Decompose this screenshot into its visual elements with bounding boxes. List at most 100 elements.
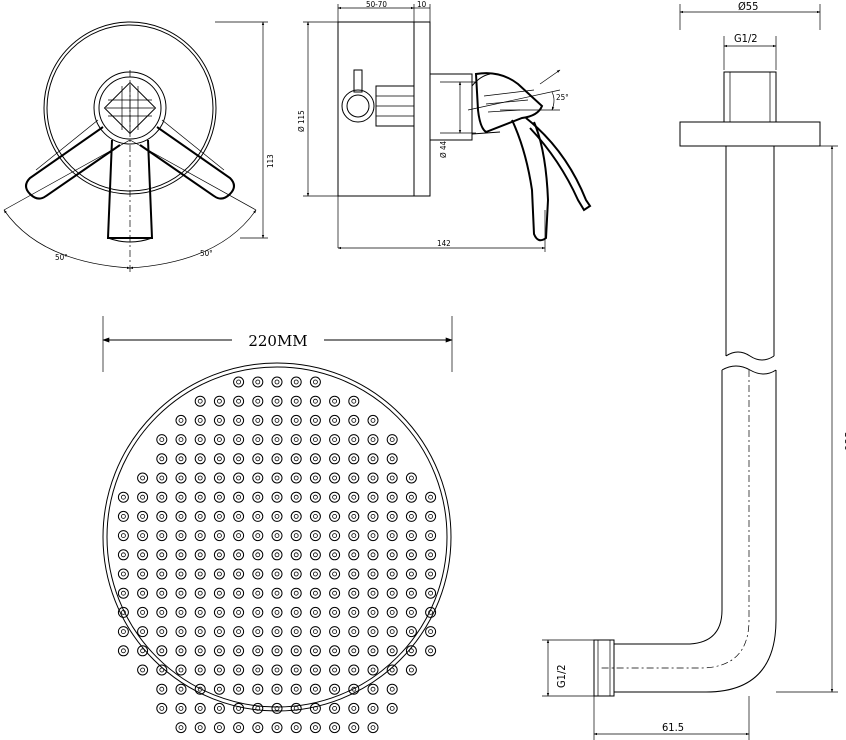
nozzle-core <box>140 514 146 519</box>
nozzle-core <box>351 706 357 711</box>
nozzle <box>348 491 360 503</box>
nozzle <box>156 568 168 580</box>
nozzle-core <box>312 417 318 423</box>
nozzle <box>137 664 149 676</box>
nozzle <box>194 549 206 561</box>
nozzle <box>194 664 206 676</box>
nozzle-core <box>293 398 299 404</box>
nozzle-core <box>255 475 261 481</box>
nozzle <box>309 626 321 638</box>
nozzle-core <box>408 475 414 481</box>
nozzle-core <box>216 610 222 615</box>
nozzle <box>290 606 302 618</box>
nozzle-core <box>312 590 318 596</box>
nozzle <box>194 453 206 465</box>
nozzle <box>309 722 321 734</box>
nozzle <box>252 645 264 657</box>
nozzle-core <box>178 417 184 423</box>
nozzle-core <box>121 533 126 538</box>
nozzle <box>386 626 398 638</box>
nozzle-core <box>255 590 261 596</box>
nozzle <box>252 702 264 714</box>
nozzle <box>405 664 417 676</box>
nozzle-core <box>178 552 184 558</box>
nozzle <box>213 510 225 522</box>
nozzle-core <box>351 686 357 692</box>
nozzle <box>309 376 321 388</box>
nozzle-core <box>140 667 146 673</box>
nozzle-core <box>197 667 203 673</box>
nozzle <box>194 702 206 714</box>
nozzle-core <box>274 725 280 730</box>
nozzle-core <box>370 725 376 730</box>
nozzle <box>290 702 302 714</box>
nozzle-core <box>428 552 434 558</box>
nozzle-core <box>159 706 165 711</box>
nozzle-core <box>408 610 414 615</box>
nozzle-core <box>351 610 357 615</box>
nozzle-core <box>236 398 242 404</box>
nozzle <box>425 510 437 522</box>
nozzle <box>309 645 321 657</box>
nozzle-core <box>312 494 318 500</box>
nozzle <box>213 606 225 618</box>
nozzle-core <box>293 379 299 385</box>
nozzle-core <box>332 514 338 519</box>
nozzle <box>309 568 321 580</box>
nozzle-core <box>140 533 146 538</box>
nozzle <box>290 510 302 522</box>
shower-head: 220MM <box>102 316 453 734</box>
nozzle-core <box>293 417 299 423</box>
nozzle <box>156 702 168 714</box>
nozzle-core <box>389 686 395 692</box>
nozzle-core <box>408 552 414 558</box>
nozzle <box>175 722 187 734</box>
nozzle <box>213 530 225 542</box>
nozzle-core <box>332 590 338 596</box>
nozzle <box>252 722 264 734</box>
nozzle <box>348 626 360 638</box>
nozzle-core <box>312 437 318 443</box>
nozzle <box>194 414 206 426</box>
nozzle <box>271 472 283 484</box>
nozzle-core <box>140 629 146 634</box>
nozzle-core <box>140 494 146 500</box>
angle-left-label: 50° <box>55 253 68 262</box>
nozzle-core <box>293 475 299 481</box>
nozzle-core <box>332 648 338 654</box>
nozzle-core <box>293 494 299 500</box>
nozzle <box>425 530 437 542</box>
nozzle-core <box>178 648 184 654</box>
nozzle-core <box>389 629 395 634</box>
nozzle-core <box>351 667 357 673</box>
nozzle-core <box>216 590 222 596</box>
nozzle-core <box>332 475 338 481</box>
nozzle <box>156 510 168 522</box>
nozzle-core <box>197 417 203 423</box>
nozzle <box>425 549 437 561</box>
nozzle-core <box>389 571 395 577</box>
nozzle-core <box>236 437 242 443</box>
nozzle <box>348 510 360 522</box>
nozzle <box>405 587 417 599</box>
nozzle-core <box>370 437 376 443</box>
nozzle <box>271 434 283 446</box>
nozzle <box>137 549 149 561</box>
nozzle <box>175 491 187 503</box>
nozzle-core <box>351 629 357 634</box>
nozzle <box>405 568 417 580</box>
nozzle <box>290 530 302 542</box>
nozzle <box>290 645 302 657</box>
nozzle <box>309 510 321 522</box>
nozzle <box>386 702 398 714</box>
nozzle-core <box>370 514 376 519</box>
nozzle-core <box>351 437 357 443</box>
nozzle-core <box>312 725 318 730</box>
nozzle <box>213 702 225 714</box>
nozzle-core <box>236 706 242 711</box>
nozzle-core <box>178 706 184 711</box>
nozzle <box>367 645 379 657</box>
dia-115-label: Ø 115 <box>296 110 306 132</box>
nozzle <box>156 549 168 561</box>
nozzle <box>367 568 379 580</box>
